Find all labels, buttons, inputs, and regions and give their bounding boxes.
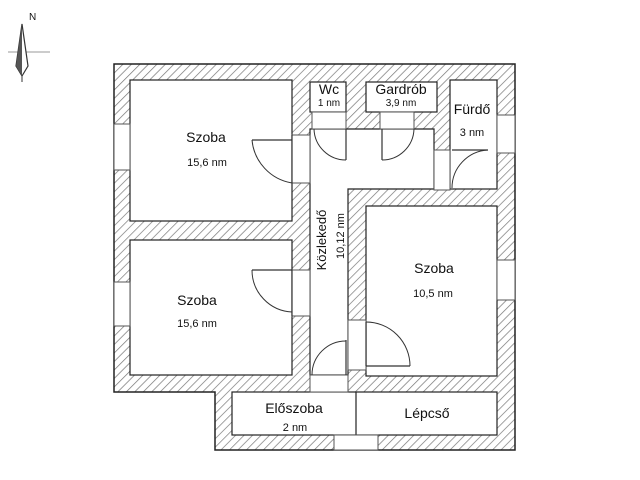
room-area-wardrobe: 3,9 nm: [386, 98, 417, 109]
room-name-wc: Wc: [319, 81, 339, 97]
doors: [251, 111, 489, 393]
room-name-entry: Előszoba: [265, 400, 323, 416]
door-wc: [311, 111, 347, 161]
north-compass: N: [8, 12, 50, 82]
door-bathroom: [433, 149, 489, 191]
window-bathroom-east: [496, 114, 516, 154]
compass-north-label: N: [29, 12, 36, 23]
room-area-bedroom-bottom-left: 15,6 nm: [177, 318, 217, 330]
door-corridor-entry: [309, 340, 349, 393]
window-top-left-west: [113, 123, 131, 171]
room-name-bedroom-bottom-left: Szoba: [177, 292, 217, 308]
room-name-stairs: Lépcső: [404, 405, 449, 421]
room-area-wc: 1 nm: [318, 98, 340, 109]
room-area-entry: 2 nm: [283, 422, 307, 434]
door-bedroom-right: [347, 319, 411, 371]
room-area-corridor: 10,12 nm: [335, 213, 347, 259]
door-bedroom-bottom-left: [251, 269, 311, 317]
room-name-wardrobe: Gardrób: [375, 81, 427, 97]
room-area-bedroom-right: 10,5 nm: [413, 288, 453, 300]
window-right-east: [496, 259, 516, 301]
walls: [113, 63, 516, 451]
room-labels: Szoba 15,6 nm Szoba 15,6 nm Szoba 10,5 n…: [177, 81, 490, 434]
door-bedroom-top-left: [251, 134, 311, 184]
window-bottom-left-west: [113, 281, 131, 327]
room-name-bedroom-top-left: Szoba: [186, 129, 226, 145]
room-area-bedroom-top-left: 15,6 nm: [187, 157, 227, 169]
window-entry-south: [333, 434, 379, 451]
room-name-bedroom-right: Szoba: [414, 260, 454, 276]
room-name-bathroom: Fürdő: [454, 101, 491, 117]
windows: [113, 114, 516, 451]
room-name-corridor: Közlekedő: [314, 210, 329, 271]
door-wardrobe: [379, 111, 415, 161]
room-area-bathroom: 3 nm: [460, 127, 484, 139]
